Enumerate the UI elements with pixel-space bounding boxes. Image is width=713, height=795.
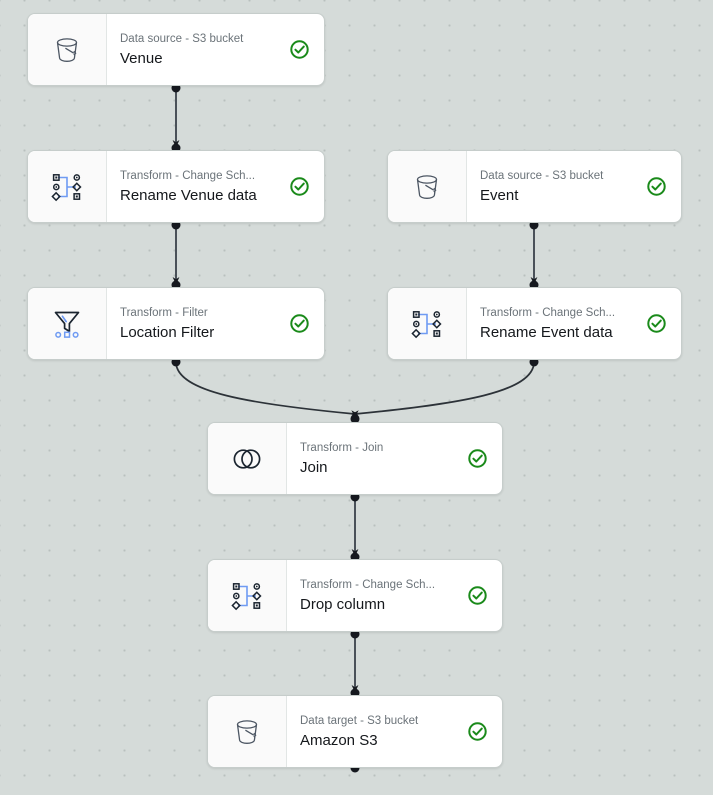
status-badge bbox=[288, 39, 310, 61]
node-body: Data source - S3 bucket Event bbox=[467, 151, 681, 222]
node-icon-pane bbox=[28, 288, 107, 359]
node-body: Data source - S3 bucket Venue bbox=[107, 14, 324, 85]
node-rename-venue-data[interactable]: Transform - Change Sch... Rename Venue d… bbox=[27, 150, 325, 223]
node-icon-pane bbox=[28, 14, 107, 85]
port-event-out[interactable] bbox=[529, 220, 539, 230]
edge-location-filter-to-join bbox=[175, 361, 359, 418]
node-subtitle: Transform - Join bbox=[300, 441, 384, 454]
node-body: Transform - Filter Location Filter bbox=[107, 288, 324, 359]
status-badge bbox=[466, 721, 488, 743]
node-text: Transform - Change Sch... Drop column bbox=[300, 578, 458, 614]
port-venue-out[interactable] bbox=[171, 83, 181, 93]
node-rename-event-data[interactable]: Transform - Change Sch... Rename Event d… bbox=[387, 287, 682, 360]
port-amazon-s3-out[interactable] bbox=[350, 763, 360, 773]
node-title: Venue bbox=[120, 49, 163, 67]
check-circle-icon bbox=[646, 314, 666, 333]
node-event[interactable]: Data source - S3 bucket Event bbox=[387, 150, 682, 223]
node-venue[interactable]: Data source - S3 bucket Venue bbox=[27, 13, 325, 86]
node-subtitle: Data target - S3 bucket bbox=[300, 714, 419, 727]
port-join-in[interactable] bbox=[350, 414, 360, 424]
node-subtitle: Transform - Filter bbox=[120, 306, 208, 319]
check-circle-icon bbox=[467, 722, 487, 741]
node-title: Drop column bbox=[300, 595, 386, 613]
change-schema-icon bbox=[411, 310, 442, 338]
node-text: Transform - Change Sch... Rename Venue d… bbox=[120, 169, 280, 205]
port-drop-column-out[interactable] bbox=[350, 629, 360, 639]
node-location-filter[interactable]: Transform - Filter Location Filter bbox=[27, 287, 325, 360]
s3-bucket-icon bbox=[236, 719, 258, 744]
node-text: Data source - S3 bucket Venue bbox=[120, 32, 280, 68]
node-subtitle: Transform - Change Sch... bbox=[300, 578, 436, 591]
port-amazon-s3-in[interactable] bbox=[350, 688, 360, 698]
node-text: Data source - S3 bucket Event bbox=[480, 169, 637, 205]
node-icon-pane bbox=[208, 696, 287, 767]
check-circle-icon bbox=[289, 177, 309, 196]
node-title: Rename Event data bbox=[480, 323, 613, 341]
node-subtitle: Transform - Change Sch... bbox=[480, 306, 616, 319]
s3-bucket-icon bbox=[416, 174, 438, 199]
status-badge bbox=[288, 313, 310, 335]
port-rename-venue-out[interactable] bbox=[171, 220, 181, 230]
status-badge bbox=[645, 176, 667, 198]
node-icon-pane bbox=[388, 151, 467, 222]
node-amazon-s3[interactable]: Data target - S3 bucket Amazon S3 bbox=[207, 695, 503, 768]
port-location-filter-in[interactable] bbox=[171, 280, 181, 290]
node-subtitle: Data source - S3 bucket bbox=[120, 32, 244, 45]
port-drop-column-in[interactable] bbox=[350, 552, 360, 562]
node-subtitle: Data source - S3 bucket bbox=[480, 169, 604, 182]
join-venn-icon bbox=[233, 448, 261, 469]
node-body: Data target - S3 bucket Amazon S3 bbox=[287, 696, 502, 767]
status-badge bbox=[466, 585, 488, 607]
filter-icon bbox=[54, 311, 80, 338]
node-body: Transform - Change Sch... Rename Venue d… bbox=[107, 151, 324, 222]
port-rename-event-in[interactable] bbox=[529, 280, 539, 290]
status-badge bbox=[466, 448, 488, 470]
node-icon-pane bbox=[28, 151, 107, 222]
status-badge bbox=[645, 313, 667, 335]
node-body: Transform - Change Sch... Drop column bbox=[287, 560, 502, 631]
status-badge bbox=[288, 176, 310, 198]
node-body: Transform - Change Sch... Rename Event d… bbox=[467, 288, 681, 359]
check-circle-icon bbox=[467, 586, 487, 605]
node-body: Transform - Join Join bbox=[287, 423, 502, 494]
node-icon-pane bbox=[208, 423, 287, 494]
node-drop-column[interactable]: Transform - Change Sch... Drop column bbox=[207, 559, 503, 632]
check-circle-icon bbox=[467, 449, 487, 468]
check-circle-icon bbox=[289, 40, 309, 59]
s3-bucket-icon bbox=[56, 37, 78, 62]
node-text: Transform - Join Join bbox=[300, 441, 458, 477]
node-title: Event bbox=[480, 186, 519, 204]
change-schema-icon bbox=[231, 582, 262, 610]
port-location-filter-out[interactable] bbox=[171, 357, 181, 367]
node-title: Join bbox=[300, 458, 328, 476]
node-title: Location Filter bbox=[120, 323, 215, 341]
node-title: Amazon S3 bbox=[300, 731, 378, 749]
node-text: Data target - S3 bucket Amazon S3 bbox=[300, 714, 458, 750]
check-circle-icon bbox=[289, 314, 309, 333]
port-join-out[interactable] bbox=[350, 492, 360, 502]
port-rename-event-out[interactable] bbox=[529, 357, 539, 367]
node-text: Transform - Filter Location Filter bbox=[120, 306, 280, 342]
node-subtitle: Transform - Change Sch... bbox=[120, 169, 256, 182]
node-join[interactable]: Transform - Join Join bbox=[207, 422, 503, 495]
node-text: Transform - Change Sch... Rename Event d… bbox=[480, 306, 637, 342]
node-icon-pane bbox=[208, 560, 287, 631]
check-circle-icon bbox=[646, 177, 666, 196]
node-icon-pane bbox=[388, 288, 467, 359]
port-rename-venue-in[interactable] bbox=[171, 143, 181, 153]
change-schema-icon bbox=[51, 173, 82, 201]
node-title: Rename Venue data bbox=[120, 186, 257, 204]
edge-rename-event-to-join bbox=[351, 361, 535, 418]
